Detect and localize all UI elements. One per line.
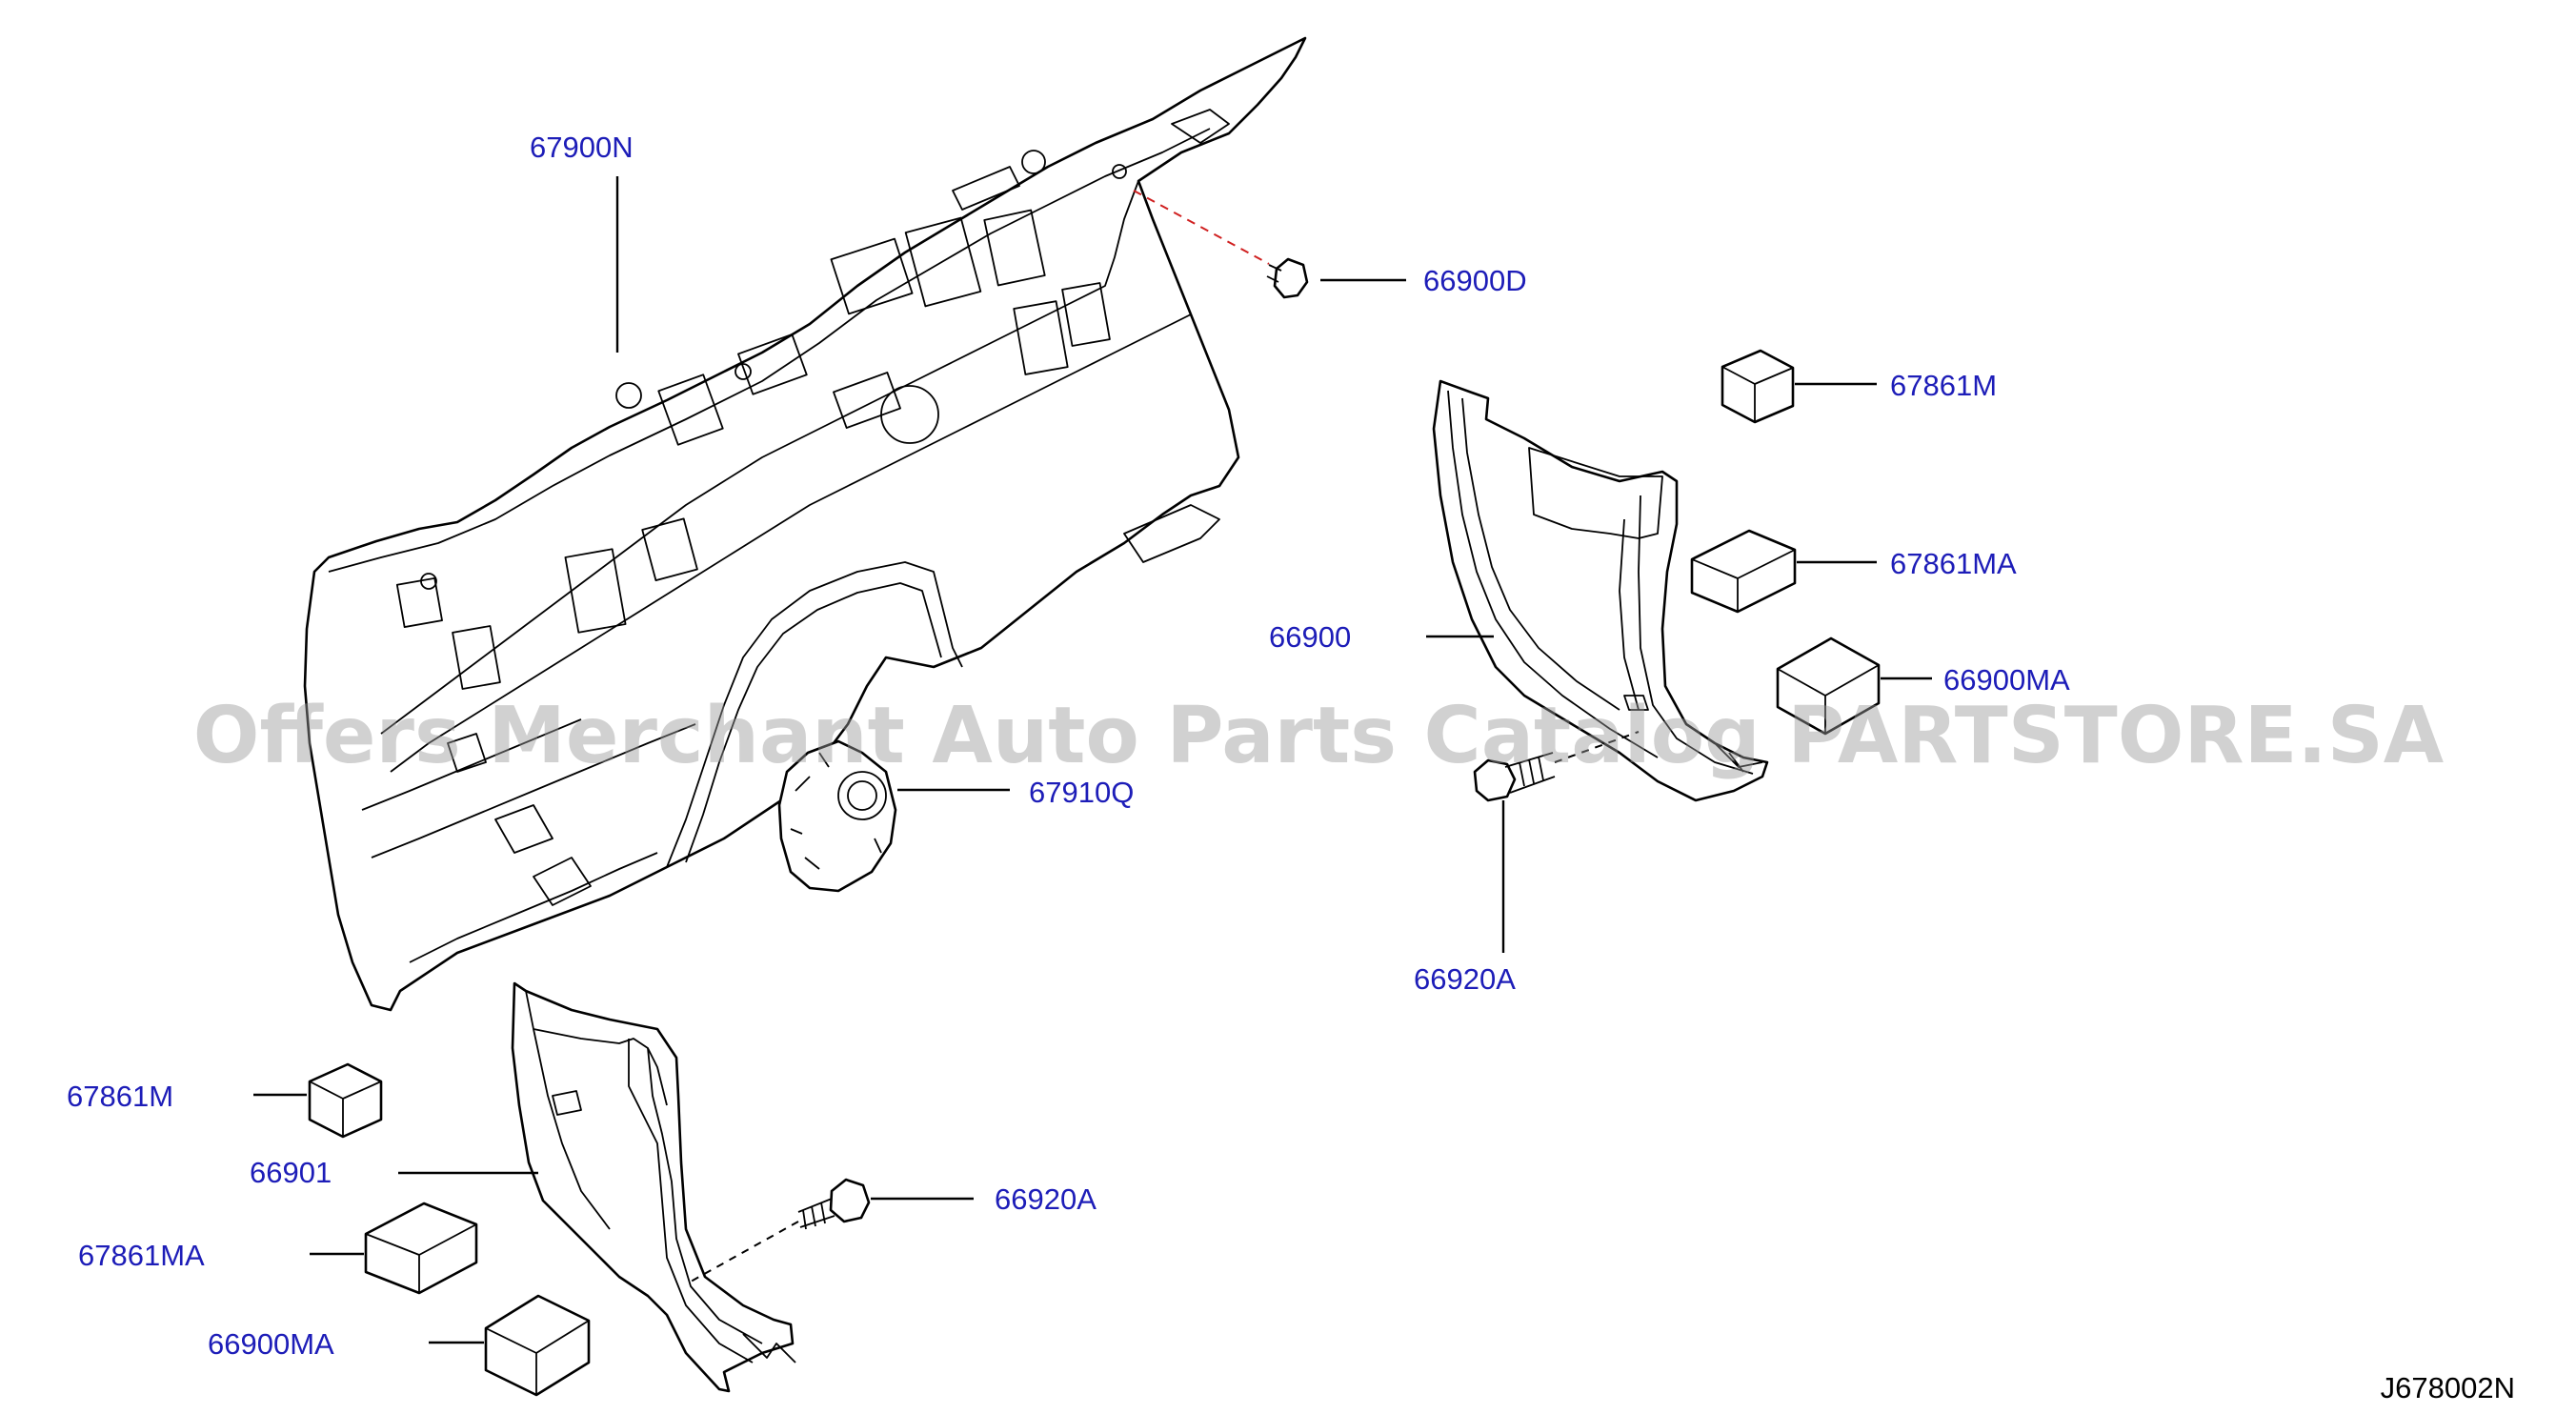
pad-upper-large-drawing: 66900MA [1776,636,2070,736]
pad-lower-medium-drawing: 67861MA [78,1202,478,1295]
side-insulator-right-drawing: 66900 [1269,379,1769,802]
side-insulator-left-drawing: 66901 [250,981,796,1393]
dash-insulator-callout: 67900N [530,131,634,353]
clip-part-number: 66900D [1423,264,1527,297]
dash-insulator-drawing [303,36,1307,1012]
pad-lower-medium-part-number: 67861MA [78,1239,205,1272]
side-insulator-left-part-number: 66901 [250,1156,332,1189]
pad-upper-small-part-number: 67861M [1890,369,1997,402]
diagram-reference-code: J678002N [2381,1371,2515,1404]
pad-lower-large-drawing: 66900MA [208,1294,591,1397]
watermark-text: Offers Merchant Auto Parts Catalog PARTS… [193,691,2445,781]
bolt-right-part-number: 66920A [1414,962,1516,996]
bolt-left-part-number: 66920A [995,1182,1097,1216]
mount-insulator-drawing: 67910Q [777,739,1134,893]
pad-upper-small-drawing: 67861M [1721,349,1997,424]
pad-lower-small-part-number: 67861M [67,1080,173,1113]
bolt-right-drawing: 66920A [1414,731,1640,996]
dash-insulator-part-number: 67900N [530,131,634,164]
pad-upper-medium-part-number: 67861MA [1890,547,2017,580]
pad-upper-medium-drawing: 67861MA [1690,529,2017,614]
side-insulator-right-part-number: 66900 [1269,620,1351,654]
mount-insulator-part-number: 67910Q [1029,776,1134,809]
clip-drawing: 66900D [1133,190,1527,299]
bolt-left-drawing: 66920A [690,1178,1097,1283]
pad-lower-large-part-number: 66900MA [208,1327,334,1361]
pad-lower-small-drawing: 67861M [67,1062,383,1139]
pad-upper-large-part-number: 66900MA [1943,663,2070,697]
